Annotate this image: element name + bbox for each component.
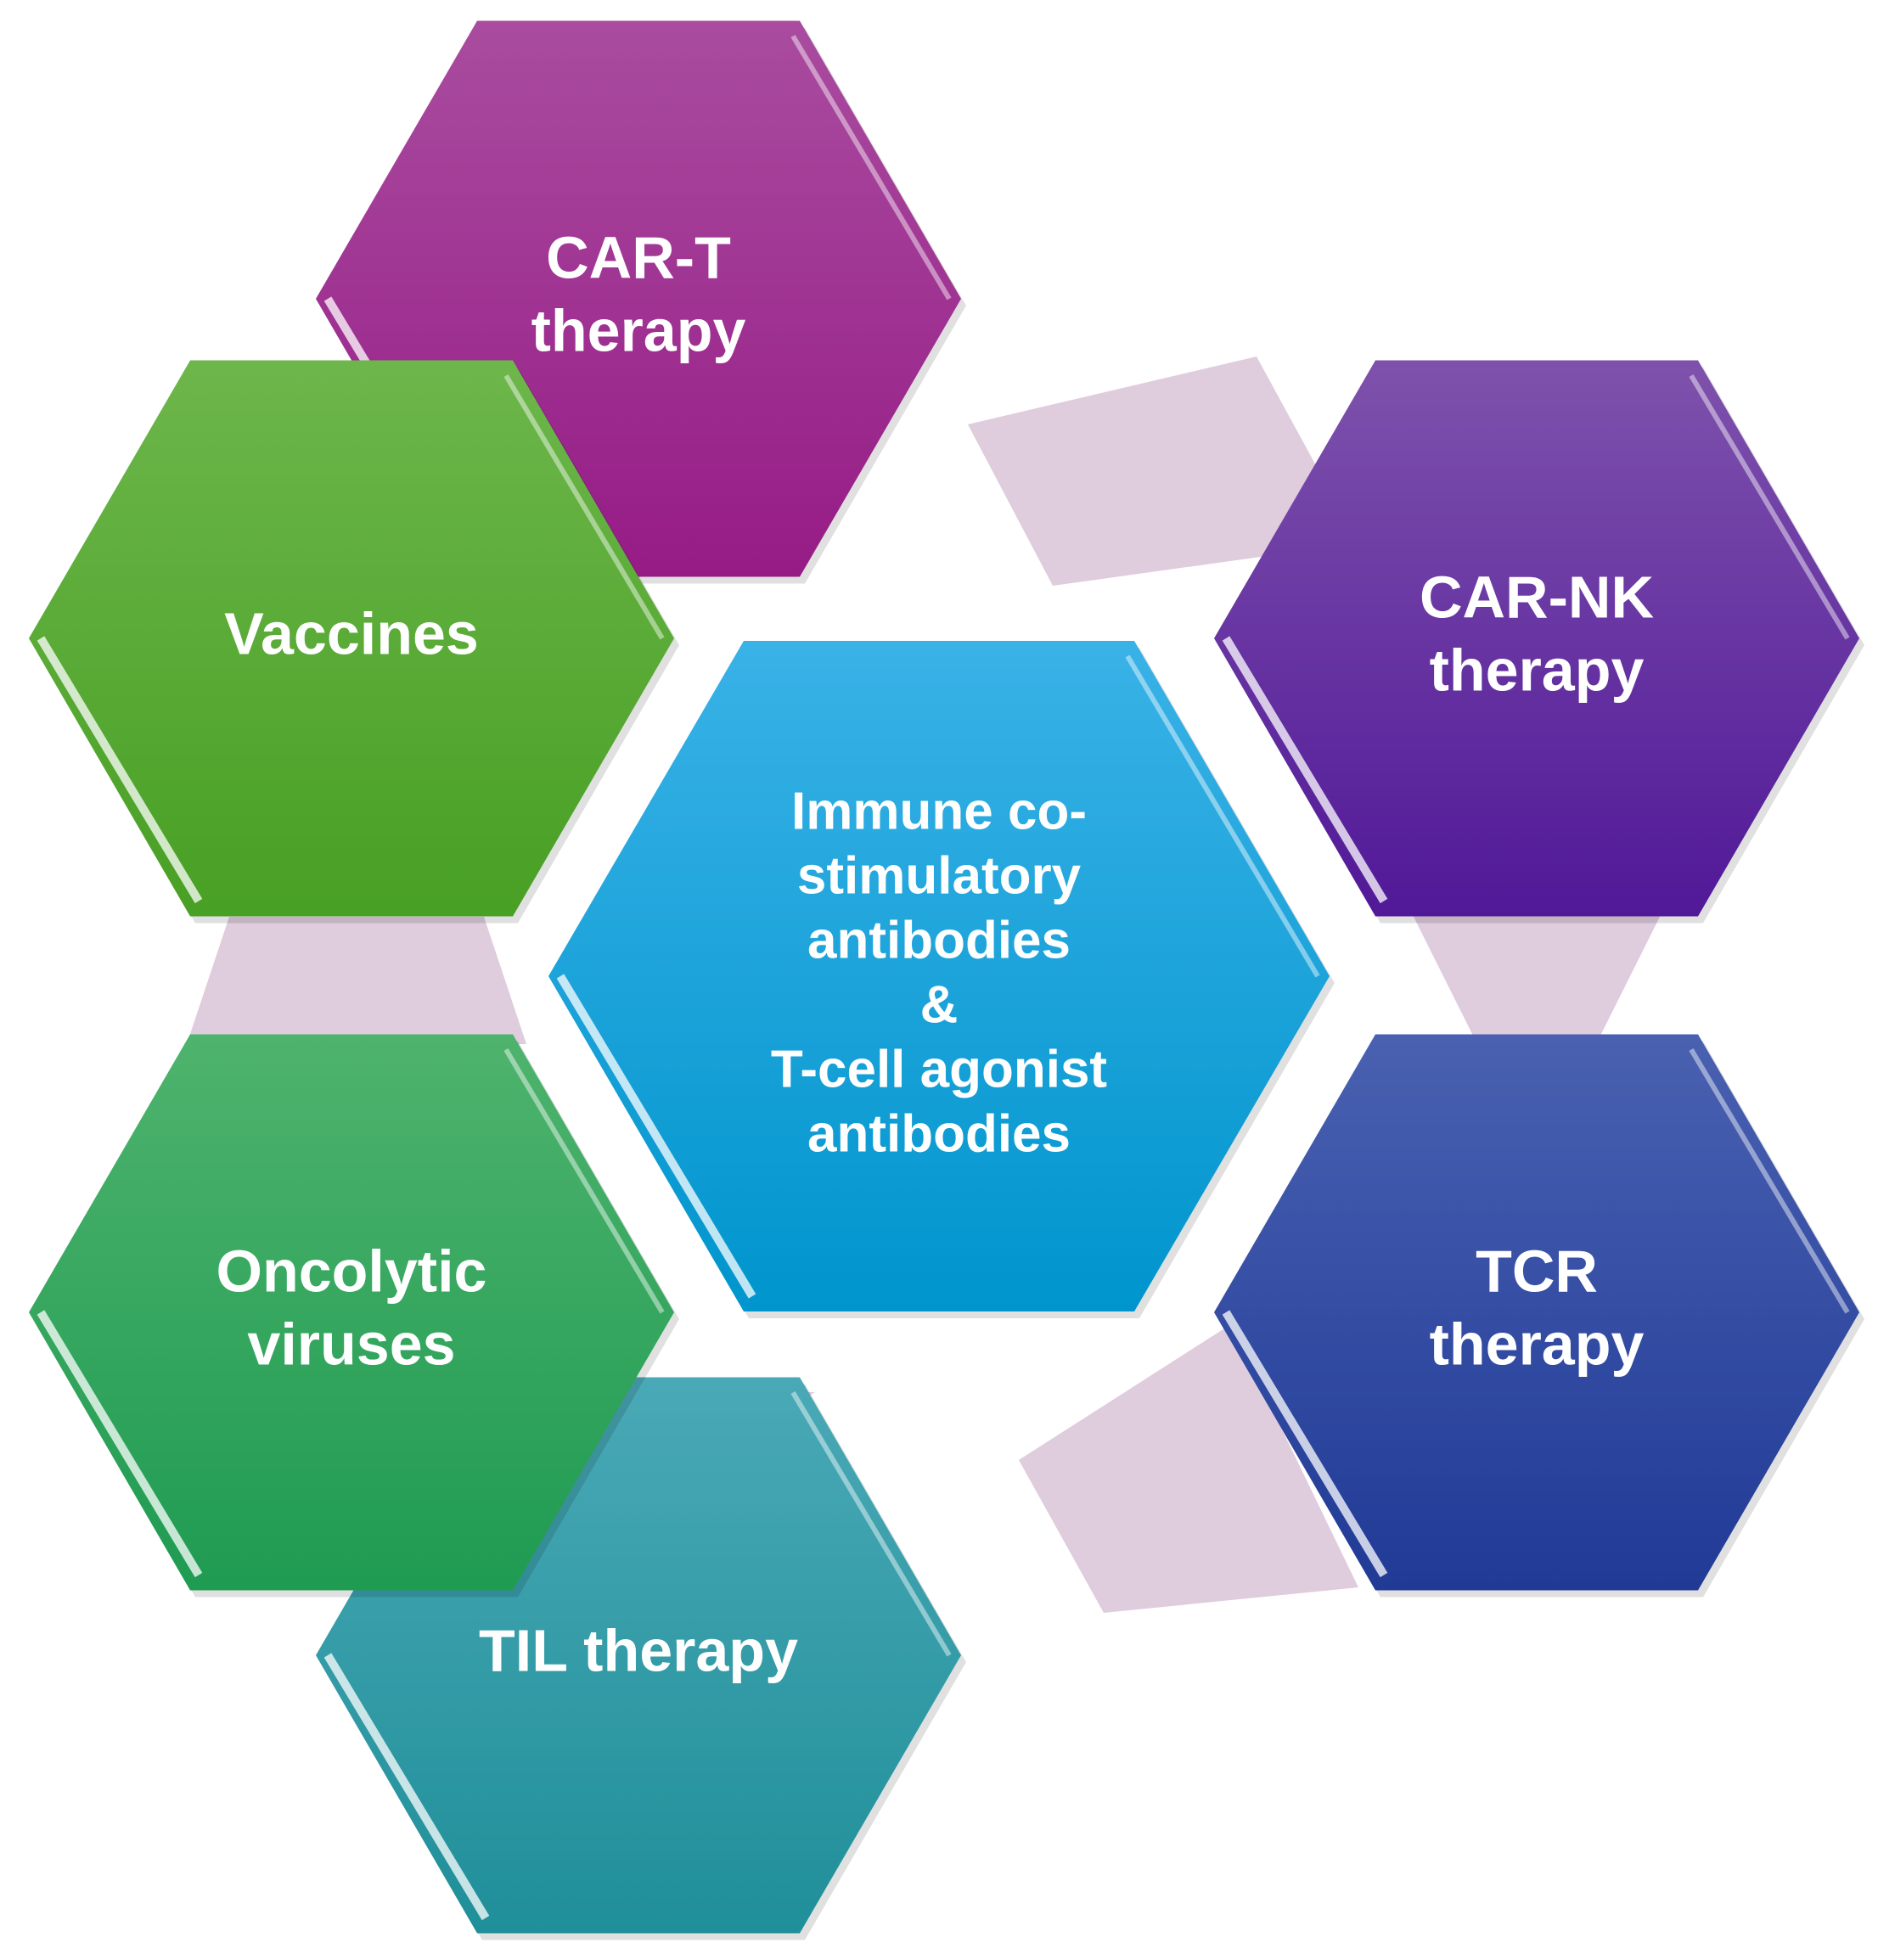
hexagon-bevel-highlight xyxy=(790,1390,952,1657)
hexagon-vaccines: Vaccines xyxy=(29,360,679,924)
hexagon-oncolytic: Oncolytic viruses xyxy=(29,1034,679,1598)
hexagon-bevel-highlight xyxy=(503,1047,665,1314)
hexagon-tcr: TCR therapy xyxy=(1214,1034,1864,1598)
hexagon-label-line: antibodies xyxy=(807,1104,1071,1163)
hexagon-bevel-highlight xyxy=(323,1653,490,1921)
hexagon-label-line: therapy xyxy=(1430,1311,1645,1377)
hexagon-label-line: Vaccines xyxy=(224,600,479,666)
hexagon-body xyxy=(1214,360,1859,917)
hexagon-body xyxy=(29,1034,674,1591)
hexagon-car-nk: CAR-NK therapy xyxy=(1214,360,1864,924)
hexagon-label-line: antibodies xyxy=(807,911,1071,969)
hexagon-bevel-highlight xyxy=(1125,654,1320,978)
connector-oncolytic-vaccines xyxy=(187,917,526,1044)
hexagon-bevel-highlight xyxy=(1222,636,1388,904)
hexagon-bevel-highlight xyxy=(503,373,665,640)
hexagon-bevel-highlight xyxy=(1222,1310,1388,1578)
hexagon-bevel-highlight xyxy=(37,636,203,904)
hexagon-label-line: viruses xyxy=(247,1311,455,1377)
hexagon-label-line: Oncolytic xyxy=(216,1238,487,1304)
hexagon-label-line: TIL therapy xyxy=(479,1617,798,1683)
hexagon-bevel-highlight xyxy=(1689,373,1850,640)
hexagon-label-line: Immune co- xyxy=(791,782,1087,840)
hexagon-label-line: & xyxy=(920,975,959,1034)
hexagon-label-line: therapy xyxy=(531,297,746,363)
connector-tcr-til xyxy=(1019,1324,1358,1613)
hexagon-center: Immune co-stimulatory antibodies & T-cell a… xyxy=(548,641,1335,1318)
connector-car-t-car-nk xyxy=(968,357,1358,586)
hexagon-body xyxy=(548,641,1330,1311)
hexagon-label-line: T-cell agonist xyxy=(771,1040,1107,1098)
hexagon-label-line: TCR xyxy=(1476,1238,1598,1304)
hexagon-label-line: stimulatory xyxy=(797,846,1082,905)
connector-car-nk-tcr xyxy=(1409,908,1664,1044)
hexagon-label-line: CAR-T xyxy=(546,224,731,290)
hexagon-label-line: therapy xyxy=(1430,637,1645,703)
hexagon-bevel-highlight xyxy=(1689,1047,1850,1314)
hexagon-label-line: CAR-NK xyxy=(1420,564,1654,630)
hexagon-bevel-highlight xyxy=(556,974,756,1299)
hexagon-body xyxy=(29,360,674,917)
hexagon-body xyxy=(1214,1034,1859,1591)
hexagon-bevel-highlight xyxy=(790,34,952,300)
hexagon-bevel-highlight xyxy=(37,1310,203,1578)
